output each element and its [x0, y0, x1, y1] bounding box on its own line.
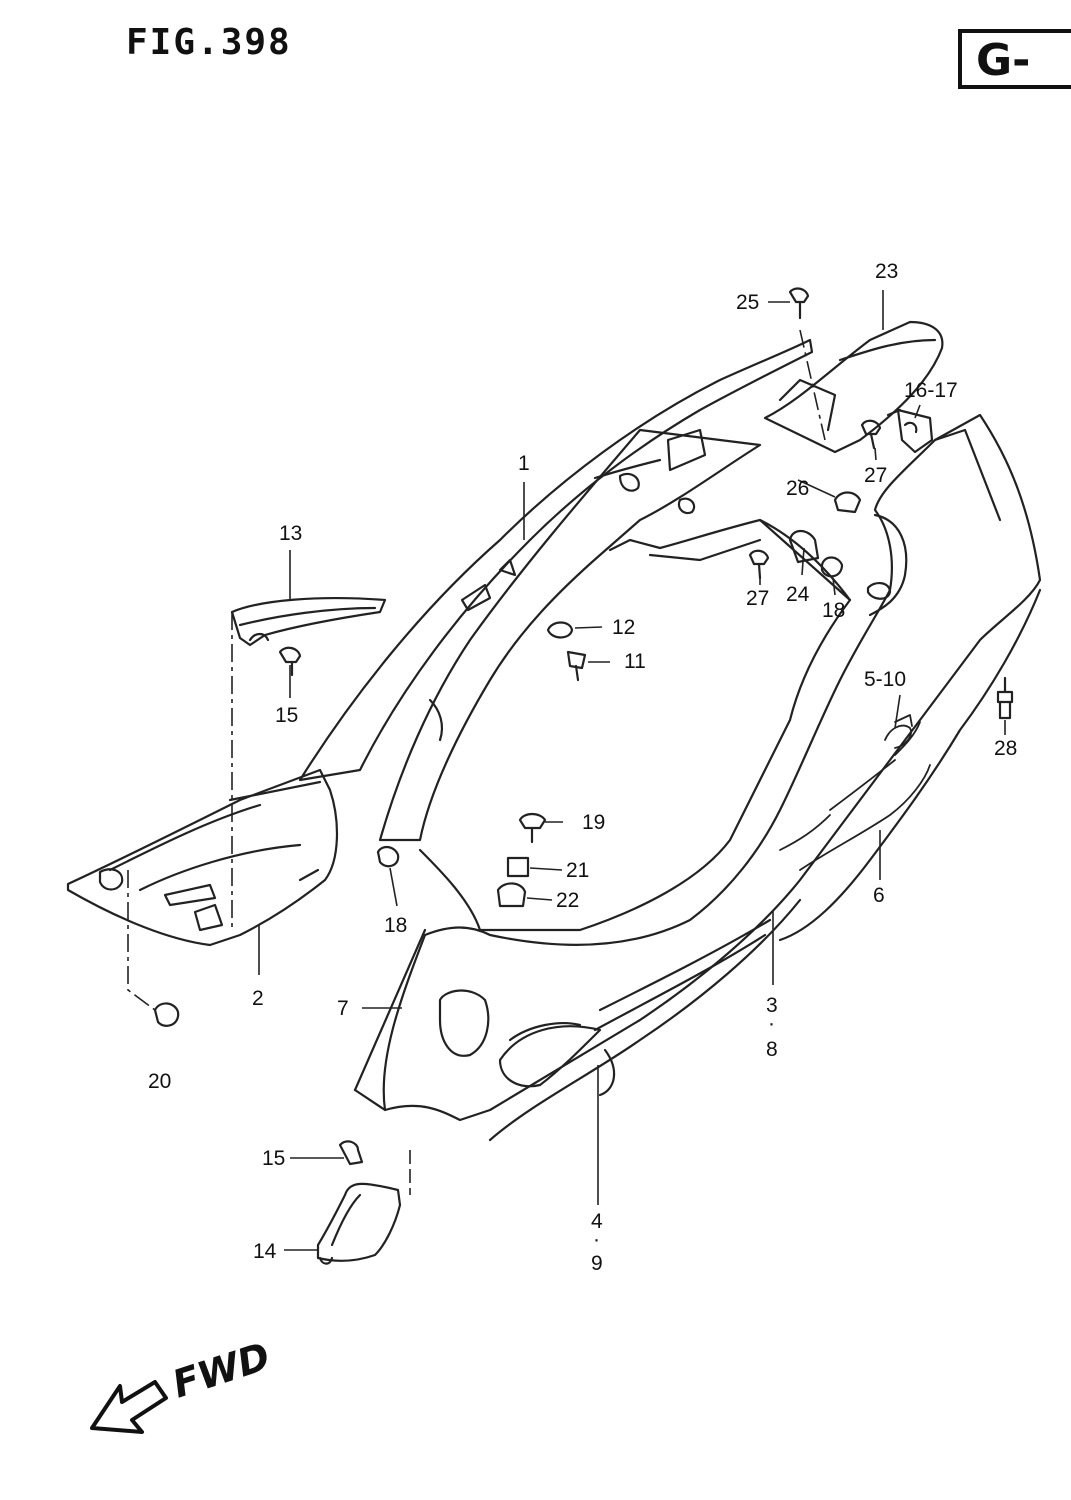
- callout-4-separator: ·: [593, 1228, 600, 1251]
- part-clip-26: [833, 491, 862, 514]
- callout-24: 24: [786, 583, 810, 606]
- callout-6: 6: [873, 884, 885, 907]
- part-decal: [779, 714, 931, 871]
- callout-21: 21: [566, 859, 589, 882]
- fwd-arrow-icon: [90, 1380, 168, 1434]
- fwd-label: FWD: [167, 1334, 275, 1407]
- group-code-box: G-: [958, 29, 1071, 89]
- part-bolt-19: [518, 812, 547, 844]
- callout-16-17: 16-17: [904, 379, 958, 402]
- part-corner-14: [316, 1182, 402, 1265]
- part-grommet-18a: [820, 556, 844, 578]
- part-clip-24: [788, 529, 820, 564]
- part-floor-board: [66, 768, 338, 947]
- part-screw-15a: [278, 646, 302, 677]
- part-collar-21: [506, 856, 530, 878]
- callout-11: 11: [624, 650, 646, 673]
- callout-3-separator: ·: [768, 1012, 775, 1035]
- callout-15-upper: 15: [275, 704, 298, 727]
- callout-2: 2: [252, 987, 264, 1010]
- callout-12: 12: [612, 616, 635, 639]
- callout-1: 1: [518, 452, 530, 475]
- callout-19: 19: [582, 811, 605, 834]
- callout-7: 7: [337, 997, 349, 1020]
- callout-18-upper: 18: [822, 599, 845, 622]
- callout-4: 4: [591, 1210, 603, 1233]
- part-cushion-22: [496, 882, 527, 908]
- part-screw-25: [788, 287, 810, 320]
- callout-28: 28: [994, 737, 1017, 760]
- callout-labels: 1 2 3 · 8 4 · 9 5-10 6 7 11 12 13 14 15 …: [148, 260, 1017, 1275]
- callout-23: 23: [875, 260, 898, 283]
- leader-lines: [127, 290, 1006, 1251]
- part-screw-27b: [748, 549, 770, 580]
- part-bolt-28: [996, 676, 1014, 720]
- callout-26: 26: [786, 477, 809, 500]
- callout-13: 13: [279, 522, 302, 545]
- part-bracket-16-17: [886, 408, 934, 454]
- part-screw-11: [566, 650, 587, 682]
- part-screw-27a: [860, 419, 882, 450]
- callout-25: 25: [736, 291, 759, 314]
- part-side-cover: [353, 413, 1042, 1142]
- part-frame-cover: [298, 338, 814, 842]
- callout-3: 3: [766, 994, 778, 1017]
- callout-15-lower: 15: [262, 1147, 285, 1170]
- part-washer-12: [546, 621, 574, 639]
- part-trim-13: [230, 596, 387, 647]
- figure-label: FIG.398: [126, 22, 292, 63]
- callout-27-lower: 27: [746, 587, 769, 610]
- part-grommet-18b: [376, 845, 400, 868]
- callout-20: 20: [148, 1070, 171, 1093]
- part-nut-20: [153, 1002, 180, 1027]
- callout-22: 22: [556, 889, 579, 912]
- callout-18-lower: 18: [384, 914, 407, 937]
- part-inner-tray: [418, 518, 852, 932]
- callout-27-upper: 27: [864, 464, 887, 487]
- callout-9: 9: [591, 1252, 603, 1275]
- callout-14: 14: [253, 1240, 277, 1263]
- callout-5-10: 5-10: [864, 668, 906, 691]
- callout-8: 8: [766, 1038, 778, 1061]
- part-screw-15b: [338, 1140, 364, 1166]
- group-code: G-: [976, 35, 1031, 86]
